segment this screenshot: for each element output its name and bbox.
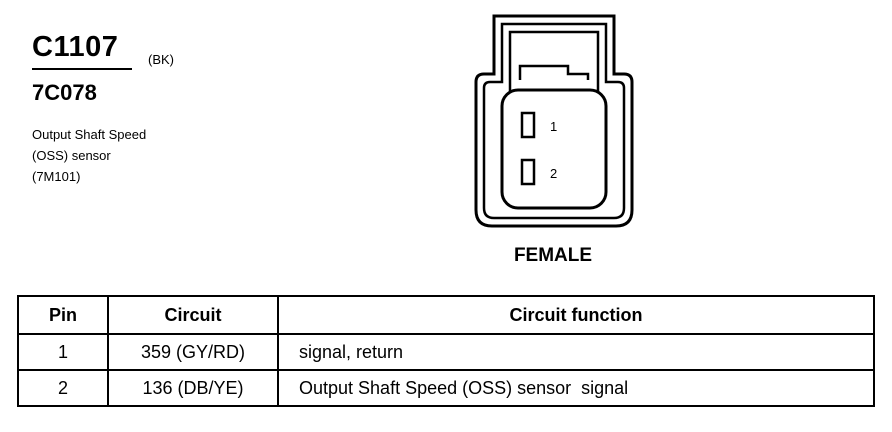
description-line: Output Shaft Speed [32, 127, 147, 142]
pin-2-label: 2 [550, 166, 557, 181]
pin-2-terminal [520, 158, 536, 186]
column-header-pin: Pin [17, 295, 109, 335]
circuit-cell: 136 (DB/YE) [107, 369, 279, 407]
pin-1-label: 1 [550, 119, 557, 134]
part-number: 7C078 [32, 80, 97, 105]
latch-tab [518, 64, 590, 80]
column-header-function: Circuit function [277, 295, 875, 335]
pin-cell: 1 [17, 333, 109, 371]
column-header-circuit: Circuit [107, 295, 279, 335]
connector-inner-housing [482, 22, 626, 220]
table-header-row: Pin Circuit Circuit function [17, 295, 875, 335]
pin-circuit-table: Pin Circuit Circuit function 1 359 (GY/R… [17, 295, 875, 407]
connector-header: C1107 (BK) 7C078 Output Shaft Speed (OSS… [32, 30, 252, 187]
description-line: (OSS) sensor [32, 148, 111, 163]
connector-face-diagram: 1 2 [474, 14, 634, 228]
table-row: 2 136 (DB/YE) Output Shaft Speed (OSS) s… [17, 369, 875, 407]
connector-color-code: (BK) [148, 52, 174, 67]
pin-cavity-body [500, 88, 608, 210]
connector-gender-label: FEMALE [513, 245, 593, 266]
connector-id: C1107 [32, 30, 132, 70]
circuit-cell: 359 (GY/RD) [107, 333, 279, 371]
table-row: 1 359 (GY/RD) signal, return [17, 333, 875, 371]
function-cell: signal, return [277, 333, 875, 371]
connector-outer-housing [474, 14, 634, 228]
description-line: (7M101) [32, 169, 81, 184]
connector-description: Output Shaft Speed (OSS) sensor (7M101) [32, 124, 252, 187]
pin-cell: 2 [17, 369, 109, 407]
function-cell: Output Shaft Speed (OSS) sensor signal [277, 369, 875, 407]
pin-1-terminal [520, 111, 536, 139]
